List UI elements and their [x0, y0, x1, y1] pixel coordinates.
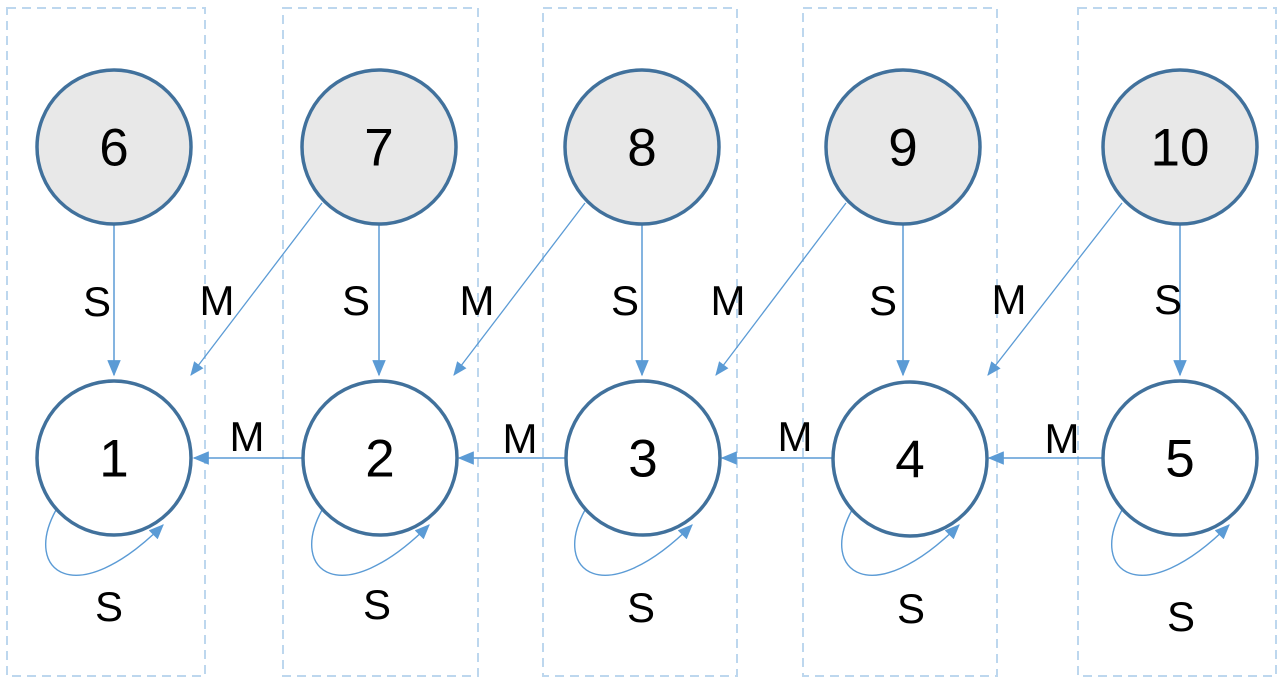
- node-label-2: 2: [365, 429, 395, 489]
- edge-label-m-4-3: M: [777, 413, 813, 460]
- column-box-5: [1077, 7, 1277, 677]
- edge-m-8-to-2: [453, 202, 586, 376]
- node-label-5: 5: [1165, 429, 1195, 489]
- edge-label-s-10-5: S: [1153, 276, 1183, 323]
- edge-label-s-loop-2: S: [362, 581, 392, 628]
- column-box-3: [542, 7, 738, 677]
- edge-label-s-loop-3: S: [626, 584, 656, 631]
- node-circle-2: [301, 379, 459, 537]
- node-label-4: 4: [895, 430, 925, 490]
- edge-label-s-loop-4: S: [896, 585, 926, 632]
- node-circle-9: [824, 68, 982, 226]
- edge-label-s-6-1: S: [82, 278, 112, 325]
- node-circle-4: [831, 380, 989, 538]
- edge-label-s-8-3: S: [610, 277, 640, 324]
- node-circle-10: [1101, 68, 1259, 226]
- node-circle-7: [300, 68, 458, 226]
- node-circle-3: [564, 379, 722, 537]
- node-label-7: 7: [364, 118, 394, 178]
- self-loop-s-5: [1111, 509, 1230, 576]
- edge-label-m-10-4: M: [991, 276, 1027, 323]
- edge-label-s-loop-5: S: [1166, 593, 1196, 640]
- self-loop-s-2: [311, 509, 430, 576]
- node-circle-1: [35, 379, 193, 537]
- self-loop-s-4: [841, 509, 960, 576]
- node-label-6: 6: [99, 118, 129, 178]
- edge-label-m-7-1: M: [199, 277, 235, 324]
- node-circle-8: [563, 68, 721, 226]
- edge-m-10-to-4: [987, 202, 1123, 376]
- node-label-1: 1: [99, 429, 129, 489]
- edge-m-9-to-3: [715, 202, 847, 376]
- edge-label-m-2-1: M: [229, 413, 265, 460]
- node-label-8: 8: [627, 118, 657, 178]
- column-box-1: [6, 7, 206, 677]
- column-box-4: [802, 7, 998, 677]
- self-loop-s-3: [574, 509, 693, 576]
- column-box-2: [282, 7, 479, 677]
- edge-label-s-loop-1: S: [94, 583, 124, 630]
- self-loop-s-1: [45, 509, 164, 576]
- node-circle-5: [1101, 379, 1259, 537]
- node-label-9: 9: [888, 118, 918, 178]
- edge-m-7-to-1: [190, 202, 323, 376]
- edge-label-s-9-4: S: [868, 277, 898, 324]
- node-label-10: 10: [1150, 118, 1210, 178]
- node-label-3: 3: [628, 429, 658, 489]
- edge-label-s-7-2: S: [341, 277, 371, 324]
- edge-label-m-3-2: M: [502, 415, 538, 462]
- node-circle-6: [35, 68, 193, 226]
- edge-label-m-9-3: M: [710, 277, 746, 324]
- edge-label-m-5-4: M: [1044, 415, 1080, 462]
- edge-label-m-8-2: M: [459, 277, 495, 324]
